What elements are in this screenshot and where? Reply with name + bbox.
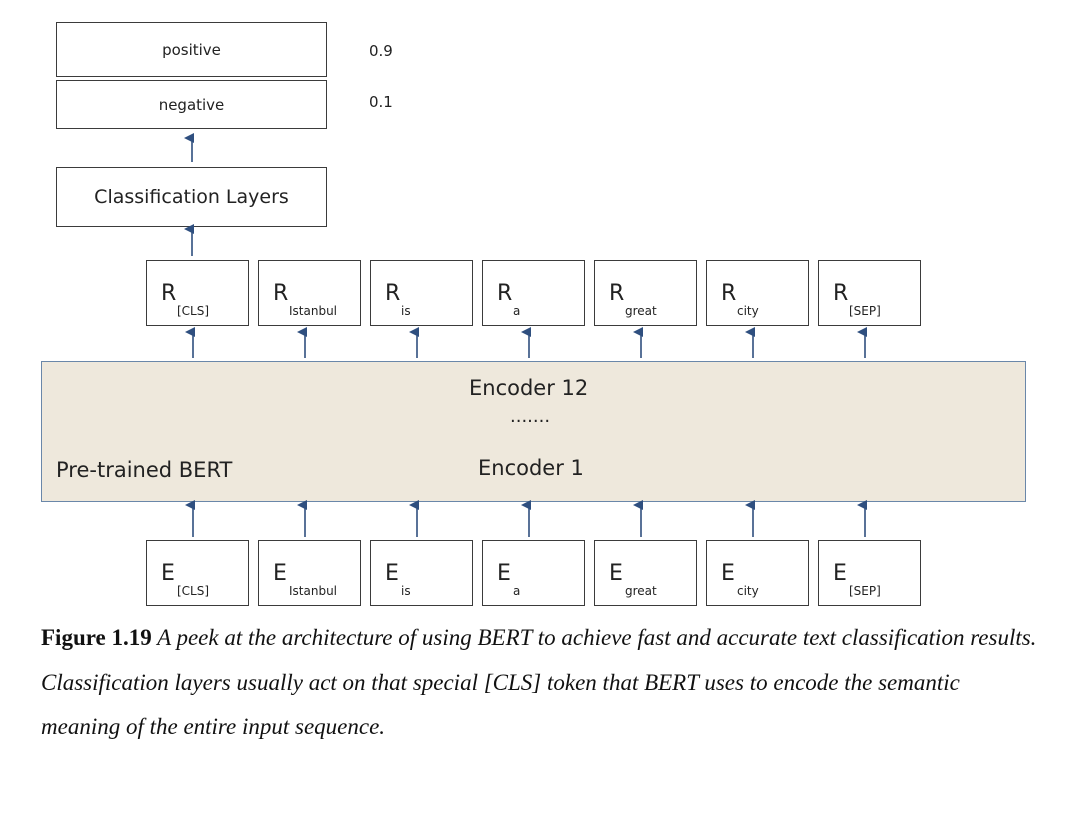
embedding-token-subscript: great	[625, 584, 657, 598]
representation-token-symbol: R	[833, 281, 849, 306]
representation-token-subscript: Istanbul	[289, 304, 338, 318]
figure-caption-text: A peek at the architecture of using BERT…	[41, 625, 1037, 739]
encoder-12-label: Encoder 12	[469, 376, 589, 400]
representation-token-symbol: R	[273, 281, 289, 306]
encoder-1-label: Encoder 1	[478, 456, 584, 480]
representation-token-symbol: R	[609, 281, 625, 306]
output-negative-label: negative	[158, 95, 225, 114]
classification-layers-box: Classification Layers	[56, 167, 327, 227]
figure-number: Figure 1.19	[41, 625, 152, 650]
embedding-token-subscript: a	[513, 584, 521, 598]
embedding-token-subscript: is	[401, 584, 411, 598]
embedding-token-box: E[CLS]	[146, 540, 249, 606]
representation-token-box: R[CLS]	[146, 260, 249, 326]
embedding-token-subscript: city	[737, 584, 759, 598]
representation-token-symbol: R	[497, 281, 513, 306]
figure-caption: Figure 1.19 A peek at the architecture o…	[41, 616, 1041, 750]
representation-token-subscript: [CLS]	[177, 304, 210, 318]
output-positive-label: positive	[162, 40, 221, 59]
representation-token-symbol: R	[721, 281, 737, 306]
classification-layers-label: Classification Layers	[94, 186, 289, 208]
representation-token-subscript: great	[625, 304, 657, 318]
output-positive-prob: 0.9	[369, 42, 393, 60]
representation-token-subscript: city	[737, 304, 759, 318]
representation-token-symbol: R	[385, 281, 401, 306]
output-negative-box: negative	[56, 80, 327, 129]
representation-token-symbol: R	[161, 281, 177, 306]
representation-token-subscript: [SEP]	[849, 304, 881, 318]
encoder-ellipsis: .......	[510, 406, 551, 427]
representation-token-subscript: is	[401, 304, 411, 318]
embedding-token-symbol: E	[721, 561, 735, 586]
output-negative-prob: 0.1	[369, 93, 393, 111]
embedding-token-symbol: E	[273, 561, 287, 586]
representation-token-box: R[SEP]	[818, 260, 921, 326]
output-positive-box: positive	[56, 22, 327, 77]
embedding-token-subscript: Istanbul	[289, 584, 338, 598]
pretrained-bert-label: Pre-trained BERT	[56, 458, 233, 482]
embedding-token-symbol: E	[497, 561, 511, 586]
arrows-layer	[184, 133, 867, 537]
pretrained-bert-block: Encoder 12 ....... Pre-trained BERT Enco…	[41, 361, 1026, 502]
embedding-token-box: E[SEP]	[818, 540, 921, 606]
embedding-token-subscript: [CLS]	[177, 584, 210, 598]
embedding-token-symbol: E	[161, 561, 175, 586]
embedding-token-symbol: E	[385, 561, 399, 586]
embedding-token-symbol: E	[833, 561, 847, 586]
representation-token-subscript: a	[513, 304, 521, 318]
embedding-token-subscript: [SEP]	[849, 584, 881, 598]
embedding-token-symbol: E	[609, 561, 623, 586]
